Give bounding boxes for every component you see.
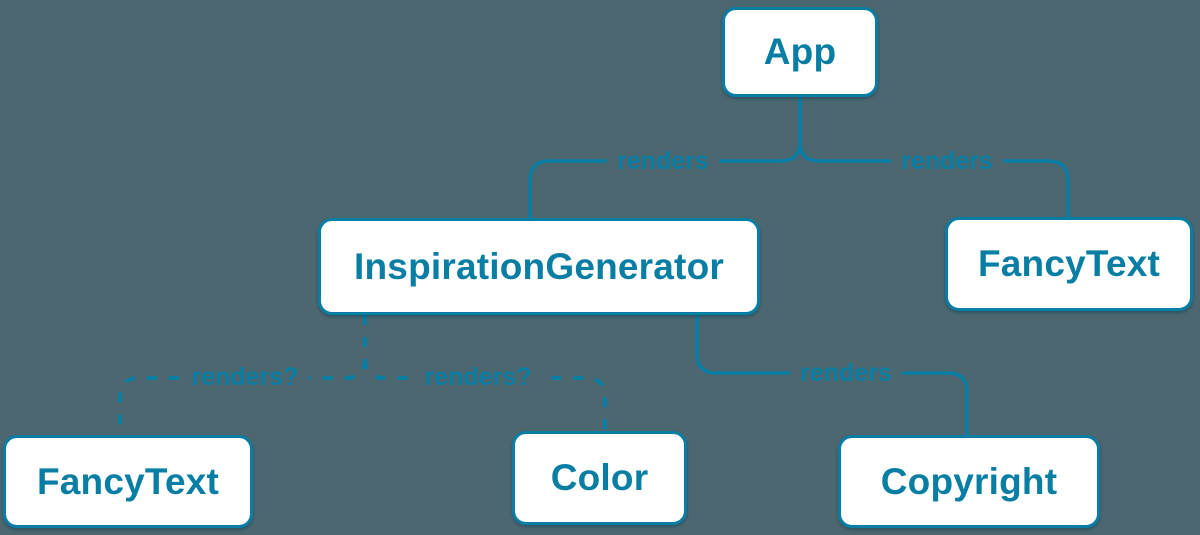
node-copyright-label: Copyright — [880, 460, 1058, 502]
edge-label-inspirationgenerator-copyright: renders — [790, 358, 902, 388]
node-app-label: App — [763, 31, 837, 72]
connector-inspirationgenerator-color — [363, 315, 607, 433]
edge-label-inspirationgenerator-color: renders? — [414, 362, 542, 392]
node-color: Color — [512, 431, 687, 525]
node-fancy-text-bottom: FancyText — [3, 435, 253, 528]
node-inspiration-generator: InspirationGenerator — [318, 218, 760, 315]
edge-label-app-inspirationgenerator: renders — [607, 146, 719, 176]
node-fancy-text-top-label: FancyText — [977, 243, 1161, 284]
node-app: App — [722, 7, 878, 97]
node-copyright: Copyright — [838, 435, 1100, 528]
edge-label-app-fancytext-top: renders — [891, 146, 1003, 176]
edge-label-inspirationgenerator-fancytext-bottom: renders? — [181, 362, 309, 392]
node-fancy-text-top: FancyText — [945, 217, 1193, 311]
node-inspiration-generator-label: InspirationGenerator — [354, 245, 724, 287]
node-fancy-text-bottom-label: FancyText — [36, 460, 220, 502]
node-color-label: Color — [550, 457, 649, 498]
